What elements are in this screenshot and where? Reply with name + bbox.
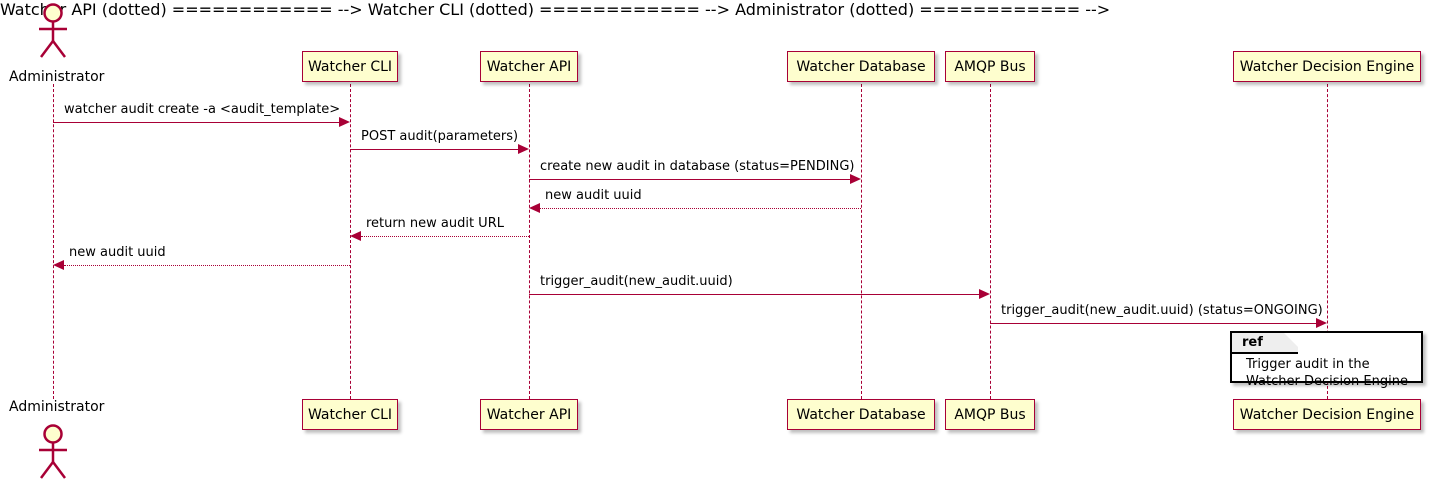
ref-fragment-line-2: Watcher Decision Engine: [1246, 374, 1408, 389]
participant-watcher-database-top[interactable]: Watcher Database: [787, 51, 935, 82]
message-line-7: [529, 294, 980, 295]
participant-watcher-api-bottom[interactable]: Watcher API: [480, 399, 578, 430]
actor-administrator-top: [35, 3, 71, 59]
message-line-3: [529, 179, 851, 180]
message-arrowhead-7: [979, 289, 990, 299]
participant-label: AMQP Bus: [954, 406, 1026, 423]
participant-watcher-api-top[interactable]: Watcher API: [480, 51, 578, 82]
participant-watcher-cli-bottom[interactable]: Watcher CLI: [302, 399, 398, 430]
ref-fragment-body: Trigger audit in the Watcher Decision En…: [1246, 356, 1408, 390]
participant-label: Watcher Decision Engine: [1239, 58, 1415, 75]
message-label-7: trigger_audit(new_audit.uuid): [540, 274, 733, 289]
message-label-4: new audit uuid: [545, 188, 642, 203]
lifeline-watcher-database: [861, 84, 862, 399]
message-line-4: [540, 208, 861, 209]
lifeline-administrator: [53, 84, 54, 399]
message-line-6: [64, 265, 350, 266]
actor-label-administrator-top: Administrator: [9, 69, 105, 85]
message-line-5: [361, 236, 529, 237]
message-line-1: [53, 122, 340, 123]
message-label-5: return new audit URL: [366, 216, 504, 231]
message-arrowhead-6: [53, 260, 64, 270]
message-arrowhead-3: [850, 174, 861, 184]
participant-watcher-cli-top[interactable]: Watcher CLI: [302, 51, 398, 82]
participant-amqp-bus-top[interactable]: AMQP Bus: [945, 51, 1035, 82]
message-arrowhead-2: [518, 144, 529, 154]
message-label-1: watcher audit create -a <audit_template>: [64, 102, 341, 117]
message-label-2: POST audit(parameters): [361, 129, 519, 144]
message-arrowhead-5: [350, 231, 361, 241]
ref-fragment: ref Trigger audit in the Watcher Decisio…: [1230, 331, 1423, 389]
participant-label: Watcher API: [486, 58, 572, 75]
message-arrowhead-4: [529, 203, 540, 213]
ref-fragment-line-1: Trigger audit in the: [1246, 357, 1370, 372]
participant-watcher-decision-engine-bottom[interactable]: Watcher Decision Engine: [1233, 399, 1421, 430]
message-label-6: new audit uuid: [69, 245, 166, 260]
participant-label: Watcher CLI: [307, 406, 393, 423]
participant-watcher-database-bottom[interactable]: Watcher Database: [787, 399, 935, 430]
participant-label: AMQP Bus: [954, 58, 1026, 75]
participant-label: Watcher API: [486, 406, 572, 423]
message-line-2: [350, 149, 519, 150]
actor-label-administrator-bottom: Administrator: [9, 399, 105, 415]
actor-administrator-bottom: [35, 424, 71, 480]
participant-label: Watcher Database: [796, 406, 926, 423]
ref-fragment-tab: [1232, 333, 1298, 354]
participant-amqp-bus-bottom[interactable]: AMQP Bus: [945, 399, 1035, 430]
ref-fragment-tab-label: ref: [1242, 335, 1263, 350]
participant-watcher-decision-engine-top[interactable]: Watcher Decision Engine: [1233, 51, 1421, 82]
participant-label: Watcher Database: [796, 58, 926, 75]
lifeline-watcher-cli: [350, 84, 351, 399]
lifeline-watcher-api: [529, 84, 530, 399]
participant-label: Watcher CLI: [307, 58, 393, 75]
participant-label: Watcher Decision Engine: [1239, 406, 1415, 423]
message-label-8: trigger_audit(new_audit.uuid) (status=ON…: [1001, 303, 1323, 318]
message-arrowhead-1: [339, 117, 350, 127]
lifeline-amqp-bus: [990, 84, 991, 399]
message-label-3: create new audit in database (status=PEN…: [540, 159, 855, 174]
message-line-8: [990, 323, 1316, 324]
lifeline-watcher-decision-engine: [1327, 84, 1328, 399]
message-arrowhead-8: [1316, 318, 1327, 328]
